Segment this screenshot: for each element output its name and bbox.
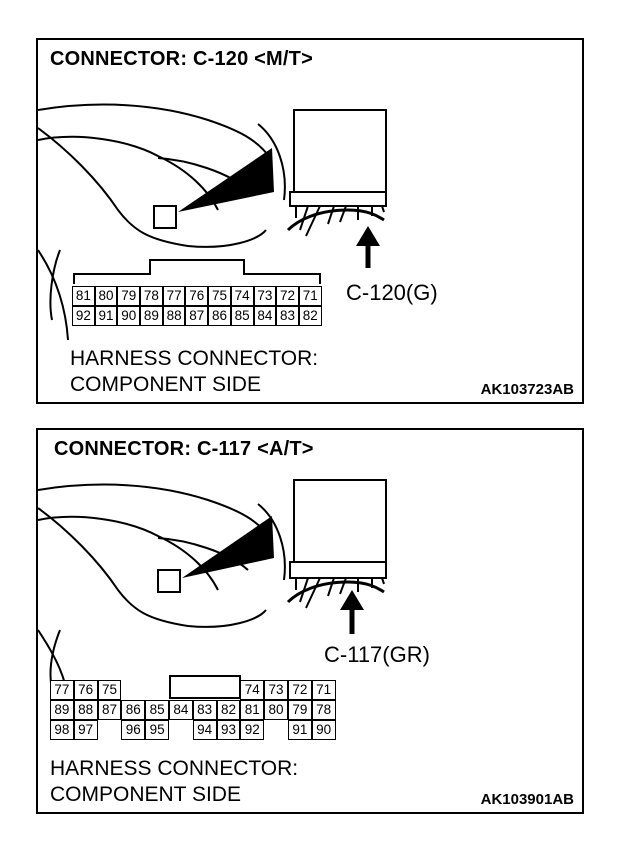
pin-grid-c120: 81 80 79 78 77 76 75 74 73 72 71 92 91 9… — [72, 286, 322, 326]
pin-cell: 92 — [240, 720, 265, 740]
pin-cell: 90 — [117, 306, 141, 326]
connector-label: C-117(GR) — [324, 642, 430, 667]
pin-cell: 77 — [50, 680, 74, 700]
pin-cell: 93 — [216, 720, 241, 740]
pin-cell: 84 — [253, 306, 277, 326]
pin-cell: 89 — [50, 700, 74, 720]
pin-cell: 74 — [230, 286, 254, 306]
pin-cell: 87 — [185, 306, 209, 326]
pin-cell: 72 — [287, 680, 312, 700]
harness-line-1: HARNESS CONNECTOR: — [70, 347, 319, 370]
pin-cell-empty — [121, 680, 145, 700]
figure-code: AK103723AB — [480, 381, 574, 398]
pin-grid-c117: 77 76 75 74 73 72 71 89 88 87 86 85 84 8… — [50, 680, 336, 740]
pin-cell: 81 — [240, 700, 265, 720]
pin-cell: 77 — [162, 286, 186, 306]
pin-cell: 89 — [140, 306, 163, 326]
pin-cell-empty — [169, 720, 193, 740]
pin-cell: 81 — [72, 286, 95, 306]
pin-cell: 98 — [50, 720, 74, 740]
panel-title: CONNECTOR: C-120 <M/T> — [50, 48, 313, 70]
pin-cell: 71 — [298, 286, 322, 306]
pin-cell: 79 — [287, 700, 312, 720]
harness-line-2: COMPONENT SIDE — [70, 373, 261, 396]
connector-label: C-120(G) — [346, 280, 438, 305]
harness-line-2: COMPONENT SIDE — [50, 783, 241, 806]
pin-cell-empty — [264, 720, 288, 740]
pin-cell: 74 — [240, 680, 265, 700]
pin-cell: 76 — [185, 286, 209, 306]
pin-cell-empty — [98, 720, 122, 740]
pin-cell: 83 — [192, 700, 217, 720]
pin-cell: 75 — [97, 680, 122, 700]
figure-code: AK103901AB — [480, 791, 574, 808]
pin-cell: 82 — [216, 700, 241, 720]
harness-line-1: HARNESS CONNECTOR: — [50, 757, 299, 780]
pin-cell: 72 — [276, 286, 299, 306]
pin-cell: 83 — [276, 306, 299, 326]
pin-cell: 80 — [94, 286, 118, 306]
pin-cell: 85 — [145, 700, 169, 720]
pin-cell: 88 — [73, 700, 98, 720]
pin-cell-empty — [217, 680, 241, 700]
pin-cell: 88 — [162, 306, 186, 326]
pin-cell: 90 — [311, 720, 336, 740]
pin-cell: 82 — [298, 306, 322, 326]
panel-title: CONNECTOR: C-117 <A/T> — [54, 438, 314, 460]
pin-cell: 75 — [208, 286, 231, 306]
pin-cell: 94 — [192, 720, 217, 740]
pin-cell: 79 — [117, 286, 141, 306]
pin-cell: 73 — [253, 286, 277, 306]
pin-cell: 85 — [230, 306, 254, 326]
harness-caption: HARNESS CONNECTOR: COMPONENT SIDE — [70, 346, 318, 398]
pin-cell-empty — [169, 680, 193, 700]
pin-cell: 86 — [208, 306, 231, 326]
dashboard-illustration — [38, 103, 387, 341]
pin-cell: 78 — [140, 286, 163, 306]
pin-cell: 80 — [264, 700, 288, 720]
connector-panel-c117: CONNECTOR: C-117 <A/T> C-117(GR) 77 76 7… — [36, 428, 584, 814]
connector-panel-c120: CONNECTOR: C-120 <M/T> C-120(G) 81 80 79… — [36, 38, 584, 404]
harness-caption: HARNESS CONNECTOR: COMPONENT SIDE — [50, 756, 298, 808]
dashboard-illustration — [38, 479, 387, 701]
pin-cell: 86 — [121, 700, 146, 720]
pin-cell: 71 — [311, 680, 336, 700]
pin-cell: 92 — [72, 306, 95, 326]
pin-cell: 73 — [264, 680, 288, 700]
pin-cell-empty — [193, 680, 217, 700]
pin-cell: 91 — [94, 306, 118, 326]
pin-cell: 84 — [168, 700, 193, 720]
pin-cell-empty — [145, 680, 169, 700]
pin-cell: 76 — [73, 680, 98, 700]
pin-cell: 95 — [145, 720, 169, 740]
pin-cell: 91 — [287, 720, 312, 740]
pin-cell: 96 — [121, 720, 146, 740]
pin-cell: 97 — [73, 720, 98, 740]
pin-cell: 87 — [97, 700, 122, 720]
pin-cell: 78 — [311, 700, 336, 720]
